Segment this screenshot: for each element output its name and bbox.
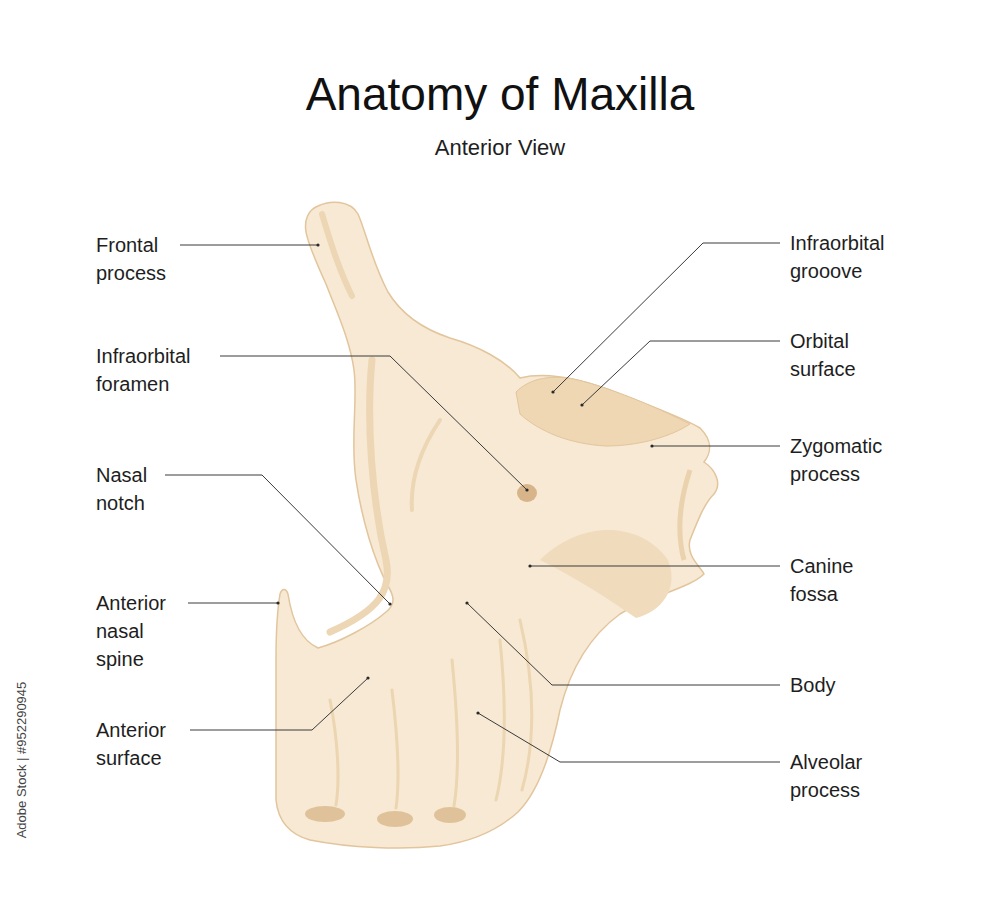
part-label: Anterior nasal spine <box>96 589 166 673</box>
leader-line <box>553 243 780 392</box>
tooth-socket <box>434 807 466 823</box>
leader-dot <box>388 602 391 605</box>
maxilla-bone <box>276 202 718 848</box>
leader-dot <box>476 711 479 714</box>
leader-line <box>478 713 780 762</box>
leader-line <box>188 603 278 604</box>
nasal-notch-rim <box>330 360 387 632</box>
leader-line <box>180 245 318 246</box>
leader-dot <box>528 564 531 567</box>
part-label: Canine fossa <box>790 552 853 608</box>
part-label: Body <box>790 671 836 699</box>
part-label: Zygomatic process <box>790 432 882 488</box>
canine-fossa-shade <box>540 530 672 618</box>
leader-dot <box>580 403 583 406</box>
part-label: Infraorbital foramen <box>96 342 191 398</box>
leader-line <box>220 356 527 490</box>
orbital-surface-patch <box>516 377 690 446</box>
diagram-title: Anatomy of Maxilla <box>0 64 1000 124</box>
watermark: Adobe Stock | #952290945 <box>14 682 30 839</box>
leader-line <box>190 678 368 730</box>
leader-dot <box>551 390 554 393</box>
leader-dot <box>366 676 369 679</box>
leader-dot <box>650 444 653 447</box>
leader-dot <box>316 243 319 246</box>
part-label: Anterior surface <box>96 716 166 772</box>
leader-line <box>530 566 780 567</box>
leader-dot <box>525 488 528 491</box>
part-label: Infraorbital grooove <box>790 229 885 285</box>
part-label: Frontal process <box>96 231 166 287</box>
part-label: Alveolar process <box>790 748 862 804</box>
zygomatic-edge-shade <box>680 470 690 560</box>
part-label: Orbital surface <box>790 327 856 383</box>
frontal-process-ridge <box>322 214 352 296</box>
leader-line <box>582 341 780 405</box>
leader-line <box>467 603 780 685</box>
part-label: Nasal notch <box>96 461 147 517</box>
leader-dot <box>276 601 279 604</box>
tooth-socket <box>377 811 413 827</box>
surface-highlight <box>412 420 440 510</box>
leader-line <box>652 446 780 447</box>
view-subtitle: Anterior View <box>0 133 1000 163</box>
leader-line <box>165 475 390 604</box>
root-ridges <box>330 620 532 808</box>
leader-dot <box>465 601 468 604</box>
infraorbital-foramen-hole <box>517 484 537 502</box>
tooth-socket <box>305 806 345 822</box>
